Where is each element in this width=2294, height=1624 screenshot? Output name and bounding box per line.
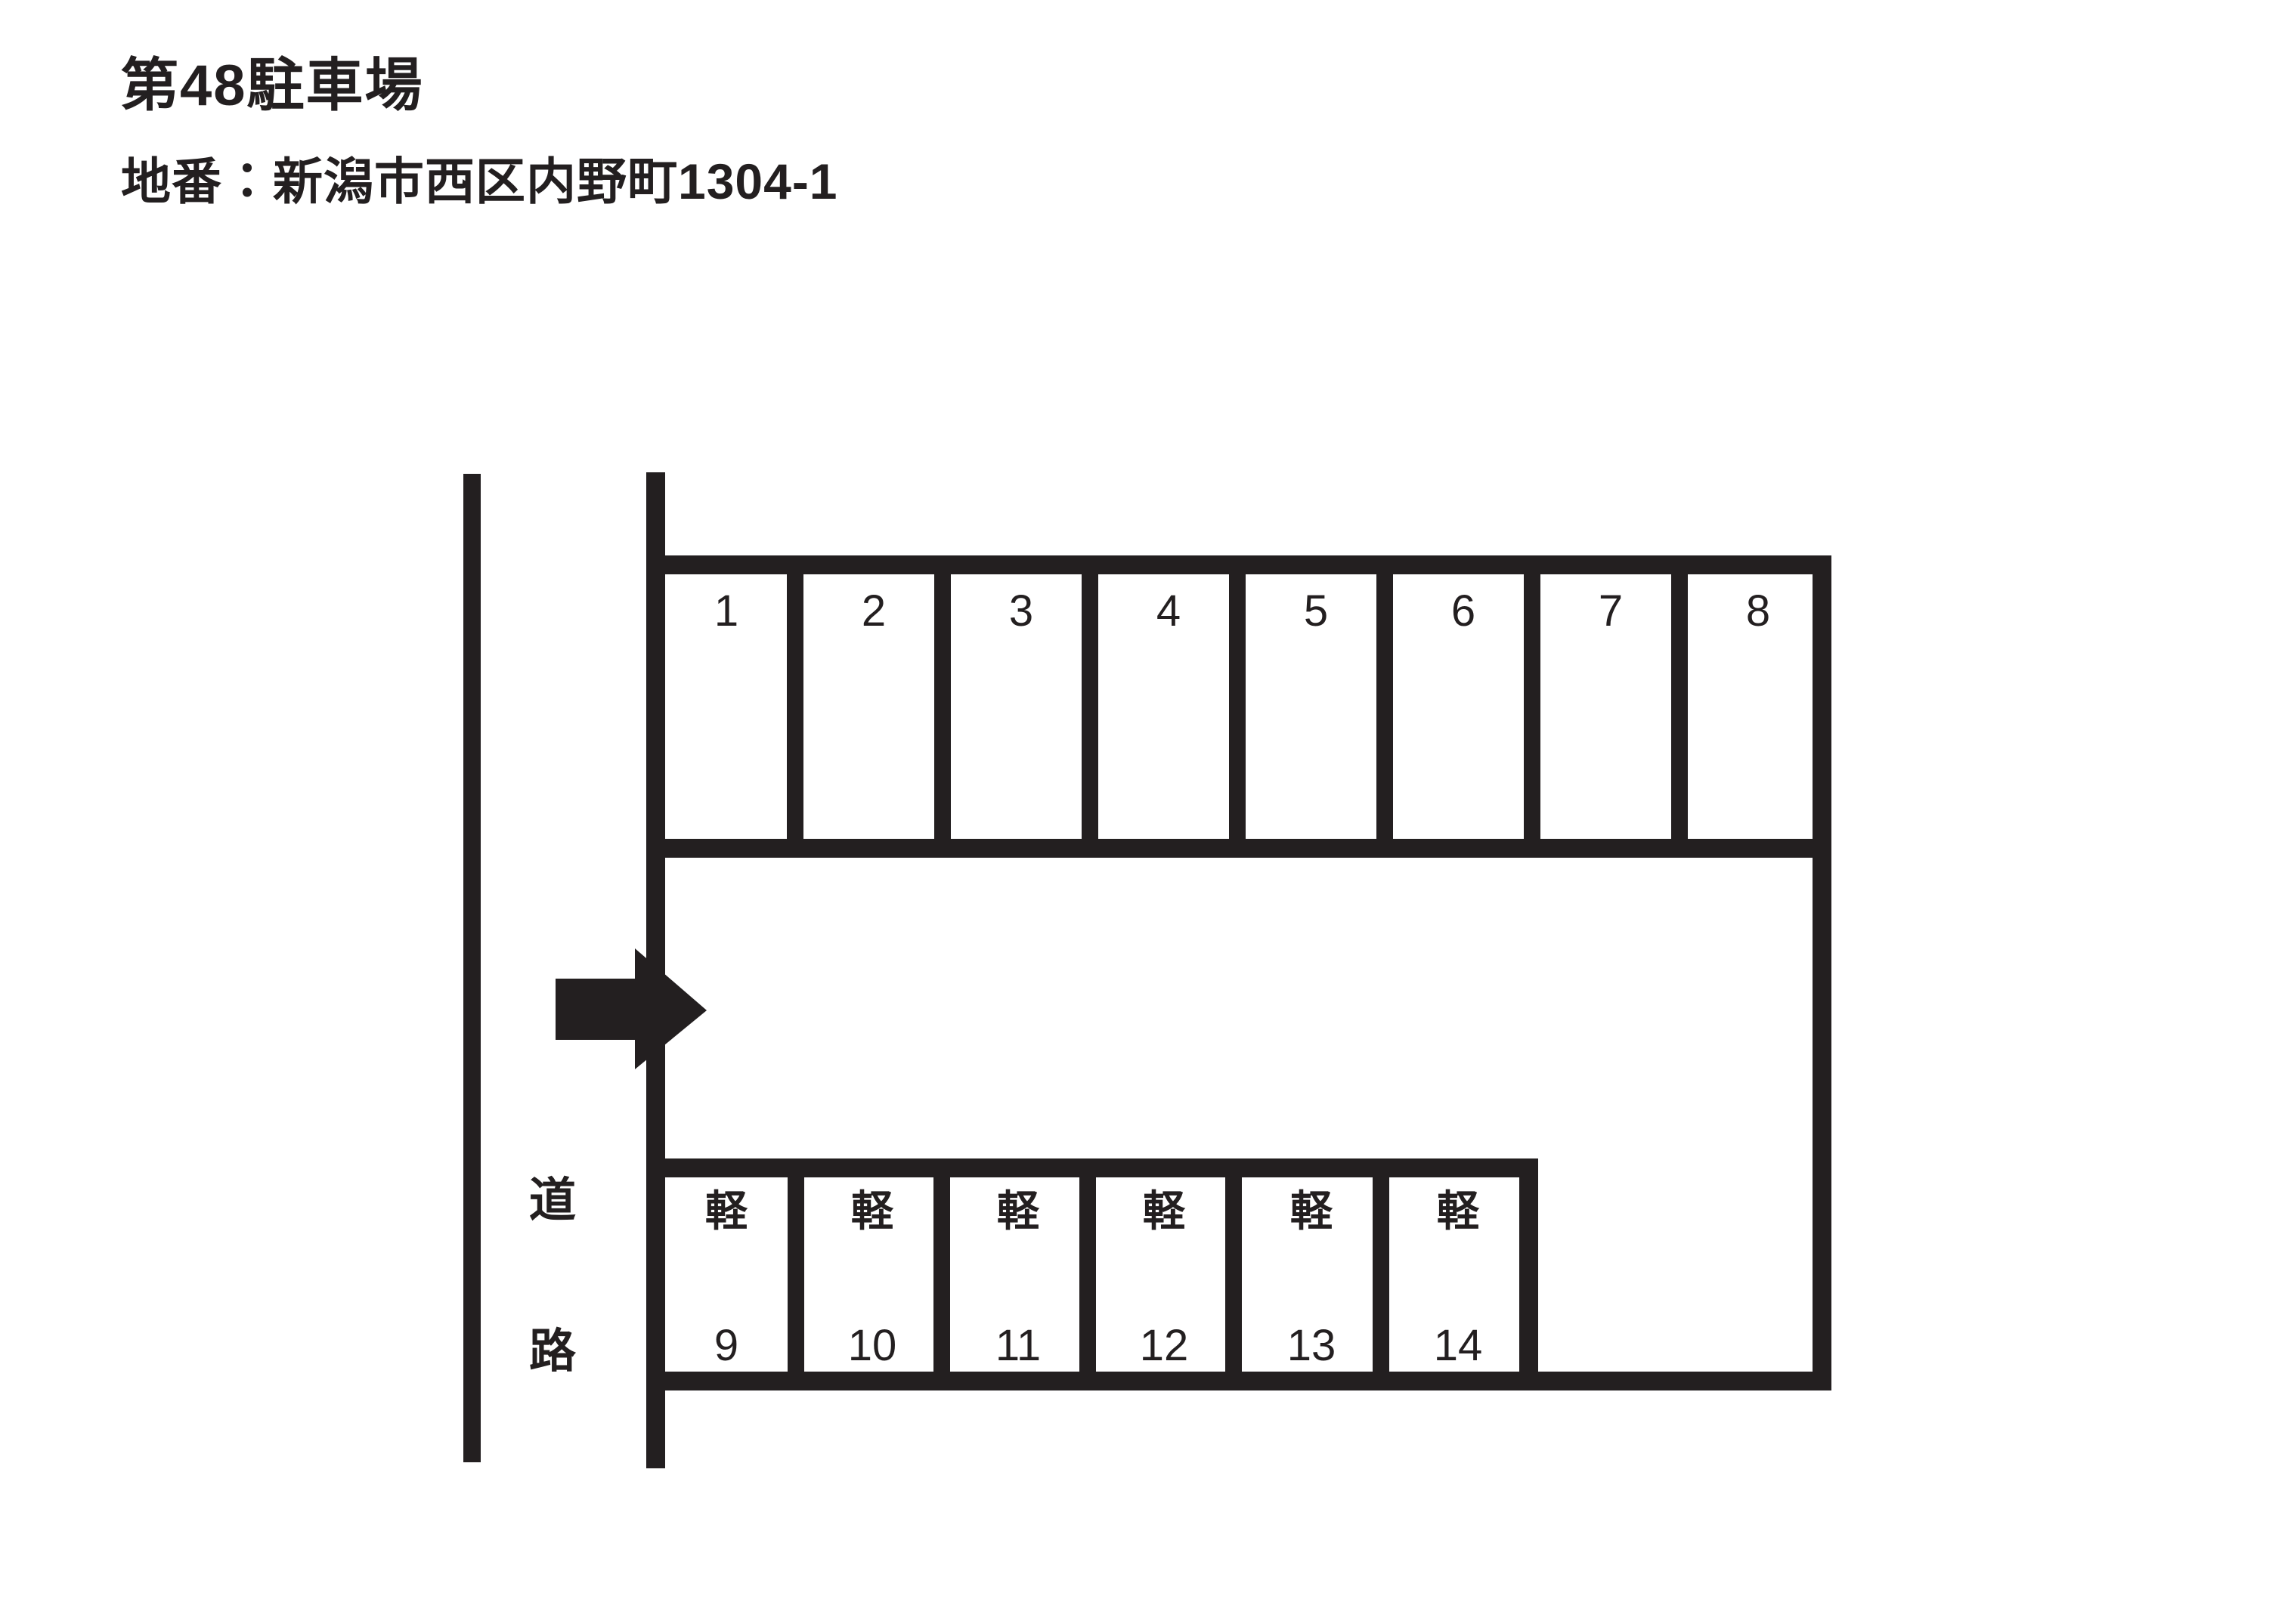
page-title: 第48駐車場 [121,54,424,118]
stall-number-14: 14 [1433,1321,1483,1370]
stall-number-11: 11 [995,1321,1042,1370]
bottom-row-top-edge [646,1158,1538,1177]
lot-right-boundary [1813,555,1831,1390]
road-label-char-1: 道 [529,1174,577,1227]
stall-number-5: 5 [1303,586,1329,636]
stall-number-6: 6 [1450,586,1476,636]
stall-number-3: 3 [1008,586,1034,636]
kei-mark-10: 軽 [851,1187,893,1235]
bottom-row-right-edge [1519,1158,1538,1378]
top-row-divider [1229,574,1246,839]
stall-number-1: 1 [714,586,739,636]
top-row-bottom-edge [646,839,1831,858]
top-row-divider [1376,574,1393,839]
bottom-row-divider [1373,1177,1389,1375]
stall-number-9: 9 [714,1321,739,1370]
kei-mark-12: 軽 [1143,1187,1185,1235]
kei-mark-9: 軽 [705,1187,748,1235]
header-block: 第48駐車場 地番：新潟市西区内野町1304-1 [121,53,1330,211]
entrance-arrow-icon [556,948,707,1069]
stall-number-8: 8 [1745,586,1771,636]
top-row-divider [787,574,803,839]
kei-mark-13: 軽 [1290,1187,1333,1235]
stall-number-7: 7 [1598,586,1624,636]
top-row-divider [1671,574,1688,839]
top-row-divider [1524,574,1540,839]
top-row-divider [934,574,951,839]
address-line: 地番：新潟市西区内野町1304-1 [121,153,838,210]
bottom-row-divider [1079,1177,1096,1375]
stall-number-10: 10 [847,1321,897,1370]
bottom-row-divider [1225,1177,1242,1375]
bottom-row-divider [933,1177,950,1375]
stall-number-12: 12 [1139,1321,1189,1370]
lot-left-boundary [646,472,665,1468]
stall-number-4: 4 [1156,586,1181,636]
bottom-row-divider [788,1177,804,1375]
road-label-char-2: 路 [529,1325,577,1378]
stall-number-13: 13 [1286,1321,1336,1370]
lot-top-boundary [646,555,1831,574]
stall-number-2: 2 [861,586,887,636]
road-line [463,474,481,1462]
kei-mark-11: 軽 [997,1187,1039,1235]
kei-mark-14: 軽 [1437,1187,1479,1235]
top-row-divider [1082,574,1098,839]
